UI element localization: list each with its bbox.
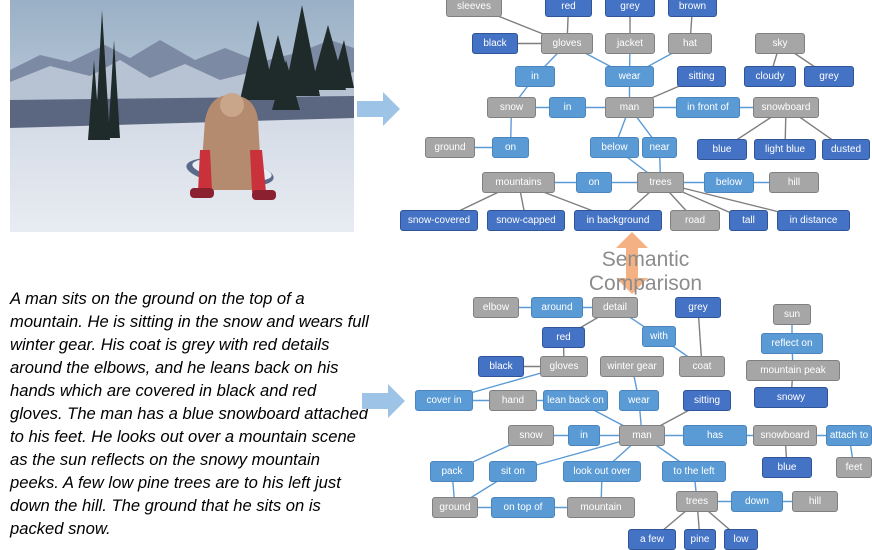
semantic-comparison-label: Semantic Comparison	[588, 248, 703, 295]
top-node-road: road	[670, 210, 720, 231]
bottom-node-sun: sun	[773, 304, 811, 325]
bottom-node-reflecton: reflect on	[761, 333, 823, 354]
top-node-below1: below	[590, 137, 639, 158]
top-node-snowcapped: snow-capped	[487, 210, 565, 231]
top-node-infront: in front of	[676, 97, 740, 118]
top-node-man: man	[605, 97, 654, 118]
top-node-sitting: sitting	[677, 66, 726, 87]
top-node-tall: tall	[729, 210, 768, 231]
bottom-node-attachto: attach to	[826, 425, 872, 446]
scene-photo	[10, 0, 354, 232]
top-node-on2: on	[576, 172, 612, 193]
bottom-node-mountain: mountain	[567, 497, 635, 518]
top-node-black: black	[472, 33, 518, 54]
bottom-node-ontopof: on top of	[491, 497, 555, 518]
top-node-hat: hat	[668, 33, 712, 54]
bottom-node-bblue: blue	[762, 457, 812, 478]
top-node-sky: sky	[755, 33, 805, 54]
bottom-node-afew: a few	[628, 529, 676, 550]
bottom-node-btrees: trees	[676, 491, 718, 512]
bottom-node-coverin: cover in	[415, 390, 473, 411]
bottom-node-wintergear: winter gear	[600, 356, 664, 377]
top-node-dusted: dusted	[822, 139, 870, 160]
top-node-snow: snow	[487, 97, 536, 118]
bottom-node-bsnow: snow	[508, 425, 554, 446]
top-node-grey1: grey	[605, 0, 655, 17]
bottom-node-totheleft: to the left	[662, 461, 726, 482]
bottom-node-has: has	[683, 425, 747, 446]
bottom-node-mountainpeak: mountain peak	[746, 360, 840, 381]
top-node-cloudy: cloudy	[744, 66, 796, 87]
bottom-node-bblack: black	[478, 356, 524, 377]
caption-text: A man sits on the ground on the top of a…	[10, 289, 369, 538]
bottom-node-elbow: elbow	[473, 297, 519, 318]
bottom-node-bin: in	[568, 425, 600, 446]
top-node-snowboard: snowboard	[753, 97, 819, 118]
top-node-indistance: in distance	[777, 210, 850, 231]
bottom-node-detail: detail	[592, 297, 638, 318]
compare-double-arrow-icon	[616, 232, 648, 294]
bottom-node-bgloves: gloves	[540, 356, 588, 377]
top-node-near: near	[642, 137, 677, 158]
top-node-in1: in	[515, 66, 555, 87]
top-node-blue: blue	[697, 139, 747, 160]
bottom-node-bman: man	[619, 425, 665, 446]
bottom-node-coat: coat	[679, 356, 725, 377]
bottom-node-bred: red	[542, 327, 585, 348]
bottom-node-around: around	[531, 297, 583, 318]
bottom-node-snowy: snowy	[754, 387, 828, 408]
top-node-below2: below	[704, 172, 754, 193]
bottom-node-bwear: wear	[619, 390, 659, 411]
bottom-node-bsnowboard: snowboard	[753, 425, 817, 446]
bottom-node-leanbackon: lean back on	[543, 390, 608, 411]
bottom-node-pine: pine	[684, 529, 716, 550]
bottom-node-low: low	[724, 529, 758, 550]
top-node-inbackground: in background	[574, 210, 662, 231]
top-node-on1: on	[492, 137, 529, 158]
bottom-node-siton: sit on	[489, 461, 537, 482]
arrow-right-top-icon	[357, 92, 400, 126]
bottom-node-bhill: hill	[792, 491, 838, 512]
bottom-node-feet: feet	[836, 457, 872, 478]
bottom-node-pack: pack	[430, 461, 474, 482]
top-node-trees: trees	[637, 172, 684, 193]
bottom-node-lookoutover: look out over	[563, 461, 641, 482]
bottom-node-bgrey: grey	[675, 297, 721, 318]
bottom-node-down: down	[731, 491, 783, 512]
top-node-snowcovered: snow-covered	[400, 210, 478, 231]
arrow-right-bottom-icon	[362, 384, 405, 418]
bottom-node-bsitting: sitting	[683, 390, 731, 411]
top-node-hill: hill	[769, 172, 819, 193]
top-node-ground: ground	[425, 137, 475, 158]
top-node-jacket: jacket	[605, 33, 655, 54]
top-node-lightblue: light blue	[754, 139, 816, 160]
top-node-in2: in	[549, 97, 586, 118]
bottom-node-hand: hand	[489, 390, 537, 411]
top-node-gloves: gloves	[541, 33, 593, 54]
top-node-grey2: grey	[804, 66, 854, 87]
top-node-mountains: mountains	[482, 172, 555, 193]
top-node-red: red	[545, 0, 592, 17]
top-node-sleeves: sleeves	[446, 0, 502, 17]
bottom-node-with: with	[642, 326, 676, 347]
bottom-node-bground: ground	[432, 497, 478, 518]
top-node-brown: brown	[668, 0, 717, 17]
top-node-wear: wear	[605, 66, 654, 87]
